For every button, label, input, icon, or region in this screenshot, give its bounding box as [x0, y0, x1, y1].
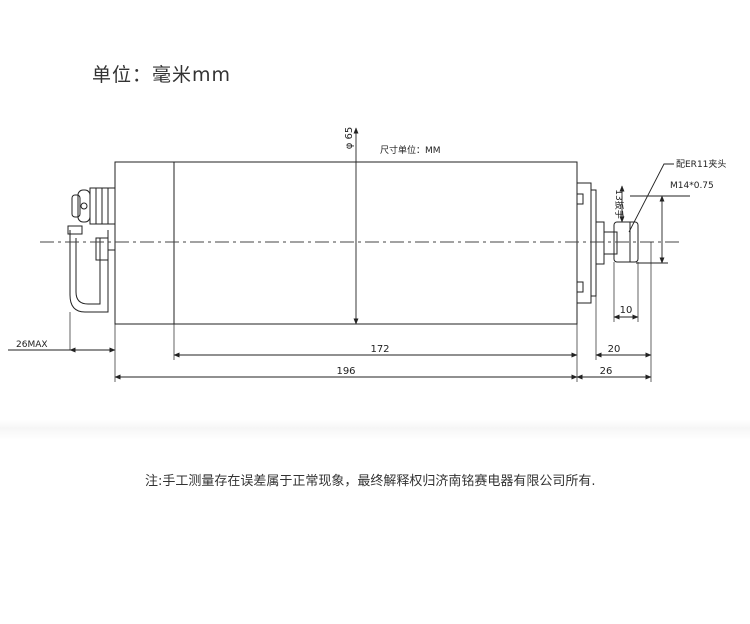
shaft-neck: [595, 221, 605, 265]
cable-connector: [71, 187, 116, 225]
motor-body: [114, 161, 578, 325]
unit-title: 单位：毫米mm: [92, 64, 232, 86]
collet-label: 配ER11夹头: [676, 158, 726, 170]
front-cap: [590, 189, 597, 297]
wrench-label: 13扳手: [613, 189, 625, 218]
spindle-drawing: φ 65 尺寸单位：MM 配ER11夹头 M14*0.75 13扳手 172 1…: [8, 127, 726, 382]
dim-nut-length: 10: [620, 305, 633, 316]
dim-shaft-length: 20: [608, 344, 621, 355]
section-divider: [0, 420, 750, 440]
dim-cable-max: 26MAX: [16, 340, 48, 350]
cable-bracket: [67, 225, 115, 313]
dim-body-length: 172: [370, 344, 389, 355]
footnote: 注:手工测量存在误差属于正常现象，最终解释权归济南铭赛电器有限公司所有.: [145, 474, 596, 489]
thread-label: M14*0.75: [670, 181, 714, 191]
diameter-label: φ 65: [344, 127, 355, 150]
collet-nut: [613, 221, 639, 263]
size-unit-note: 尺寸单位：MM: [380, 144, 441, 156]
dim-nose-length: 26: [600, 366, 613, 377]
dim-total-length: 196: [336, 366, 355, 377]
shaft: [603, 231, 618, 255]
